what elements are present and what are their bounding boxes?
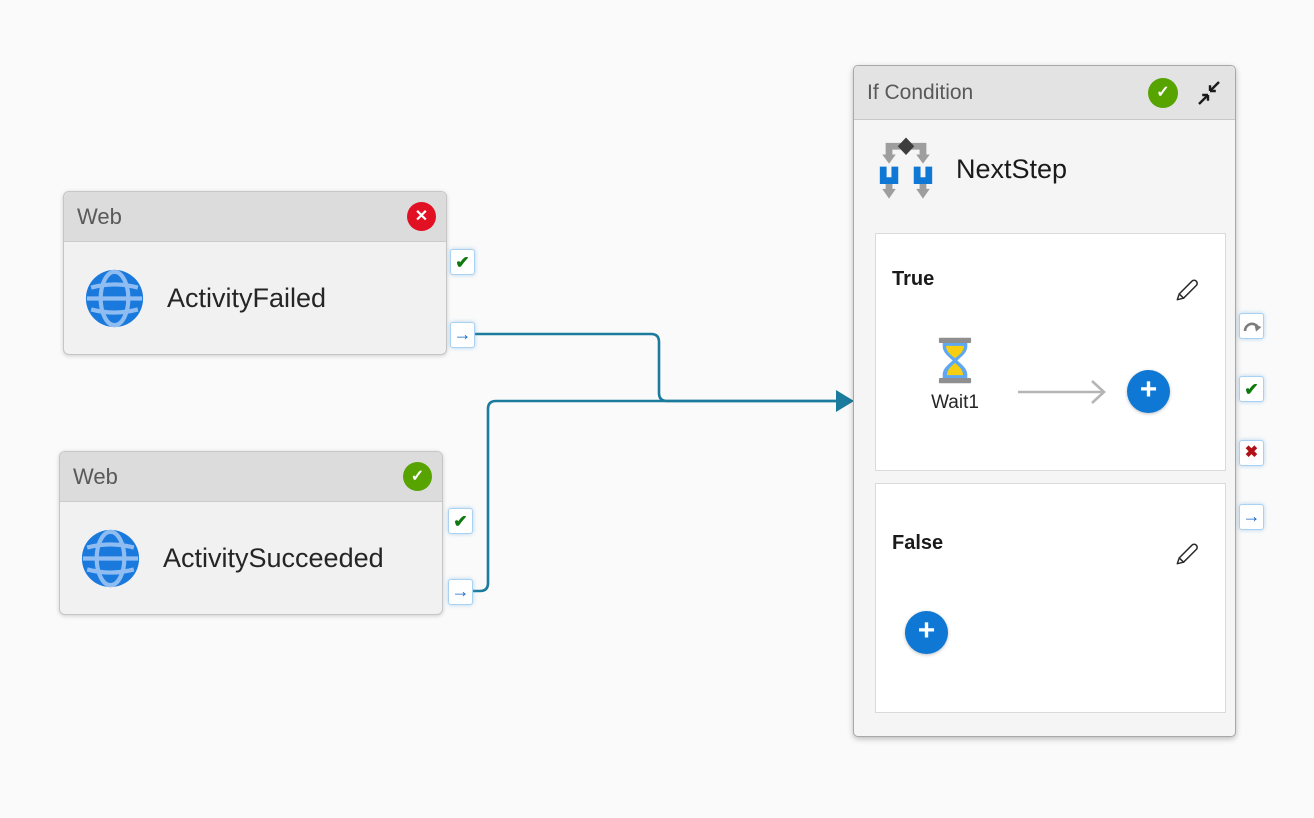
- add-activity-true-button[interactable]: +: [1127, 370, 1170, 413]
- branch-false-label: False: [892, 532, 944, 554]
- check-icon: ✔: [455, 252, 470, 272]
- x-circle-icon: ✕: [414, 207, 429, 225]
- activity-header: Web ✕: [64, 192, 446, 242]
- if-condition-node[interactable]: If Condition ✓: [853, 65, 1236, 737]
- check-circle-icon: ✓: [410, 467, 425, 485]
- collapse-icon[interactable]: [1193, 78, 1225, 108]
- pencil-icon: [1176, 279, 1198, 301]
- activity-node-web-succeeded[interactable]: Web ✓ ActivitySucceeded: [59, 451, 443, 615]
- branch-false[interactable]: False +: [875, 483, 1226, 713]
- flow-arrow-icon: [1018, 380, 1106, 404]
- port-skip-nextstep[interactable]: [1239, 313, 1264, 339]
- activity-body: ActivitySucceeded: [60, 502, 442, 614]
- check-icon: ✔: [1244, 379, 1259, 399]
- check-icon: ✔: [453, 511, 468, 531]
- arrow-right-icon: →: [453, 324, 472, 344]
- arrow-right-icon: →: [1242, 506, 1261, 526]
- connection-activityfailed-to-nextstep[interactable]: [474, 332, 836, 403]
- wait-activity-node[interactable]: Wait1: [922, 337, 988, 414]
- check-circle-icon: ✓: [1156, 83, 1170, 101]
- plus-icon: +: [1139, 373, 1158, 406]
- add-activity-false-button[interactable]: +: [905, 611, 948, 654]
- globe-icon: [85, 269, 144, 327]
- edit-true-branch-button[interactable]: [1173, 276, 1201, 304]
- wait-activity-name: Wait1: [931, 392, 979, 413]
- activity-body: ActivityFailed: [64, 242, 446, 354]
- edit-false-branch-button[interactable]: [1173, 540, 1201, 568]
- branch-true[interactable]: True Wait1: [875, 233, 1226, 471]
- if-condition-header: If Condition ✓: [854, 66, 1235, 120]
- if-condition-title-row: NextStep: [874, 136, 1067, 202]
- if-condition-icon: [879, 137, 933, 199]
- port-failure-nextstep[interactable]: ✖: [1239, 440, 1264, 466]
- port-completion-activitysucceeded[interactable]: →: [448, 579, 473, 605]
- connection-arrowhead-icon: [836, 390, 854, 412]
- redo-arrow-icon: [1243, 322, 1261, 332]
- activity-name: ActivityFailed: [167, 282, 327, 313]
- port-completion-activityfailed[interactable]: →: [450, 322, 475, 348]
- connection-activitysucceeded-to-nextstep[interactable]: [473, 399, 836, 593]
- error-status-badge: ✕: [407, 202, 436, 231]
- if-condition-type-label: If Condition: [867, 80, 974, 104]
- activity-name: ActivitySucceeded: [163, 542, 384, 573]
- plus-icon: +: [917, 614, 936, 647]
- success-status-badge: ✓: [403, 462, 432, 491]
- port-success-nextstep[interactable]: ✔: [1239, 376, 1264, 402]
- success-status-badge: ✓: [1148, 77, 1178, 108]
- activity-node-web-failed[interactable]: Web ✕ ActivityFailed: [63, 191, 447, 355]
- hourglass-icon: [938, 337, 972, 384]
- globe-icon: [81, 529, 140, 587]
- port-success-activitysucceeded[interactable]: ✔: [448, 508, 473, 534]
- port-success-activityfailed[interactable]: ✔: [450, 249, 475, 275]
- if-condition-name: NextStep: [956, 153, 1068, 184]
- x-icon: ✖: [1244, 444, 1259, 461]
- branch-true-label: True: [892, 268, 935, 290]
- pencil-icon: [1176, 543, 1198, 565]
- activity-type-label: Web: [77, 203, 122, 229]
- activity-header: Web ✓: [60, 452, 442, 502]
- activity-type-label: Web: [73, 463, 118, 489]
- port-completion-nextstep[interactable]: →: [1239, 504, 1264, 530]
- arrow-right-icon: →: [451, 581, 470, 601]
